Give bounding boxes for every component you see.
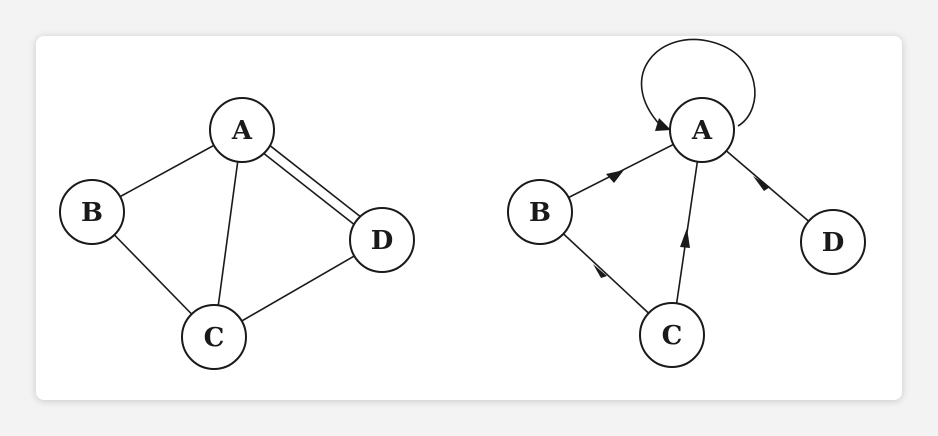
node-d-label: D — [822, 228, 845, 258]
node-b-circle — [59, 179, 125, 245]
edge-b-c-arrowhead — [593, 264, 607, 278]
node-b-label: B — [81, 198, 103, 228]
node-a: A — [209, 97, 275, 163]
node-a-circle — [209, 97, 275, 163]
undirected-graph: A B C D — [59, 97, 415, 370]
node-c-label: C — [204, 323, 225, 353]
node-d-circle — [349, 207, 415, 273]
node-a: A — [669, 97, 735, 163]
edge-c-a-arrowhead — [680, 228, 690, 248]
edge-a-c — [213, 129, 243, 338]
edge-a-d-arrowhead — [753, 176, 770, 191]
node-c: C — [181, 304, 247, 370]
node-b-circle — [507, 179, 573, 245]
loop-arrowhead — [655, 118, 671, 131]
node-b-label: B — [529, 198, 551, 228]
edge-b-a-arrowhead — [606, 170, 624, 183]
node-a-circle — [669, 97, 735, 163]
node-d-circle — [800, 209, 866, 275]
node-b: B — [507, 179, 573, 245]
node-c-circle — [639, 302, 705, 368]
node-d: D — [800, 209, 866, 275]
node-c-circle — [181, 304, 247, 370]
node-a-label: A — [231, 116, 253, 146]
directed-graph: A B C D — [507, 38, 866, 368]
node-a-label: A — [691, 116, 713, 146]
node-c: C — [639, 302, 705, 368]
node-d-label: D — [371, 226, 394, 256]
node-d: D — [349, 207, 415, 273]
node-b: B — [59, 179, 125, 245]
edge-a-a-loop — [640, 38, 756, 127]
node-c-label: C — [662, 321, 683, 351]
figure-card — [36, 36, 902, 400]
